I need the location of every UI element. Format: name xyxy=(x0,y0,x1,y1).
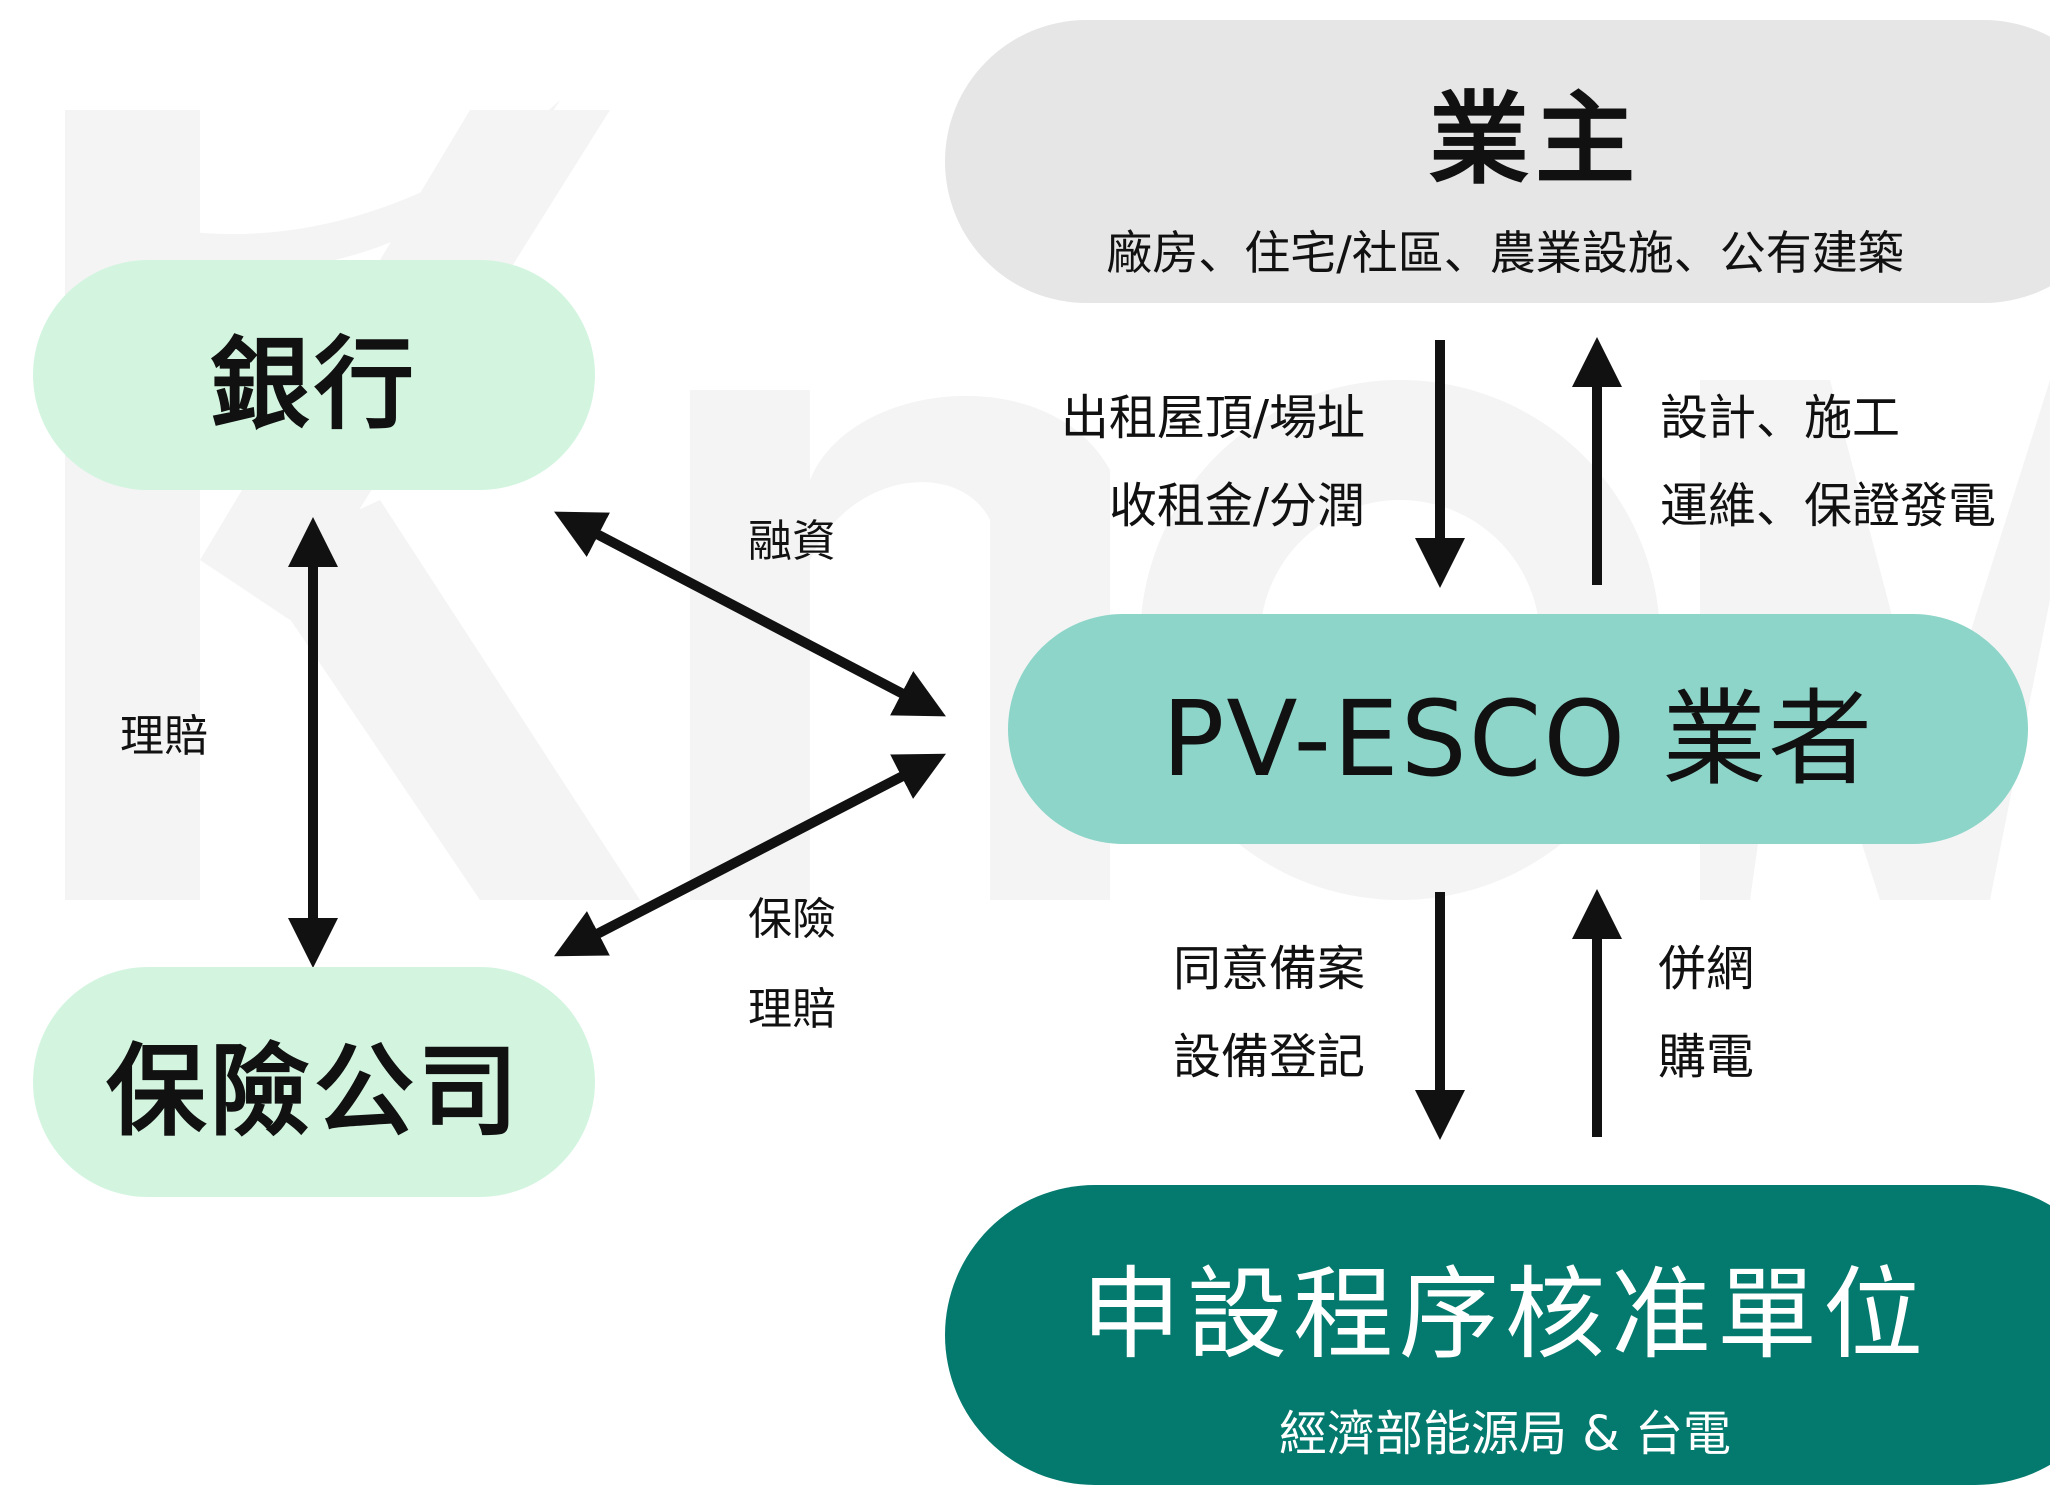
watermark-k-lower-arm xyxy=(250,500,640,900)
arrow-layer xyxy=(288,337,1622,1140)
edge-label-bank-esco: 融資 xyxy=(748,497,836,587)
edge-label-line: 理賠 xyxy=(748,984,836,1035)
owner-node: 業主 廠房、住宅/社區、農業設施、公有建築 xyxy=(945,20,2050,303)
edge-label-bank-insurer: 理賠 xyxy=(120,692,208,782)
owner-subtitle: 廠房、住宅/社區、農業設施、公有建築 xyxy=(1106,226,1904,280)
edge-label-line: 保險 xyxy=(748,894,836,945)
edge-label-line: 運維、保證發電 xyxy=(1660,478,1997,534)
arrow-bank-esco xyxy=(554,511,946,717)
insurer-node: 保險公司 xyxy=(33,967,595,1197)
edge-label-authority-to-esco: 同意備案 設備登記 xyxy=(1173,925,1365,1101)
watermark-swoosh xyxy=(80,100,560,270)
edge-label-line: 設計、施工 xyxy=(1660,390,1901,446)
edge-label-esco-to-owner: 設計、施工 運維、保證發電 xyxy=(1660,374,1996,550)
authority-node: 申設程序核准單位 經濟部能源局 & 台電 xyxy=(945,1185,2050,1485)
bank-node: 銀行 xyxy=(33,260,595,490)
edge-label-owner-to-esco: 出租屋頂/場址 收租金/分潤 xyxy=(1061,374,1365,550)
edge-label-line: 購電 xyxy=(1658,1029,1755,1085)
edge-label-line: 併網 xyxy=(1658,941,1755,997)
insurer-label: 保險公司 xyxy=(106,1032,522,1150)
bank-label: 銀行 xyxy=(210,325,418,443)
edge-label-line: 設備登記 xyxy=(1172,1029,1365,1085)
edge-label-insurer-esco: 保險 理賠 xyxy=(748,875,836,1055)
edge-label-line: 出租屋頂/場址 xyxy=(1060,390,1365,446)
arrow-insurer-esco xyxy=(554,753,946,957)
edge-label-line: 理賠 xyxy=(120,711,208,762)
edge-label-esco-to-authority: 併網 購電 xyxy=(1658,925,1754,1101)
authority-subtitle: 經濟部能源局 & 台電 xyxy=(1279,1406,1731,1462)
edge-label-line: 同意備案 xyxy=(1172,941,1365,997)
esco-label: PV-ESCO 業者 xyxy=(1161,677,1875,800)
edge-label-line: 融資 xyxy=(748,516,836,567)
esco-node: PV-ESCO 業者 xyxy=(1008,614,2028,844)
edge-label-line: 收租金/分潤 xyxy=(1108,478,1365,534)
owner-title: 業主 xyxy=(1429,81,1641,198)
authority-title: 申設程序核准單位 xyxy=(1081,1256,1929,1373)
